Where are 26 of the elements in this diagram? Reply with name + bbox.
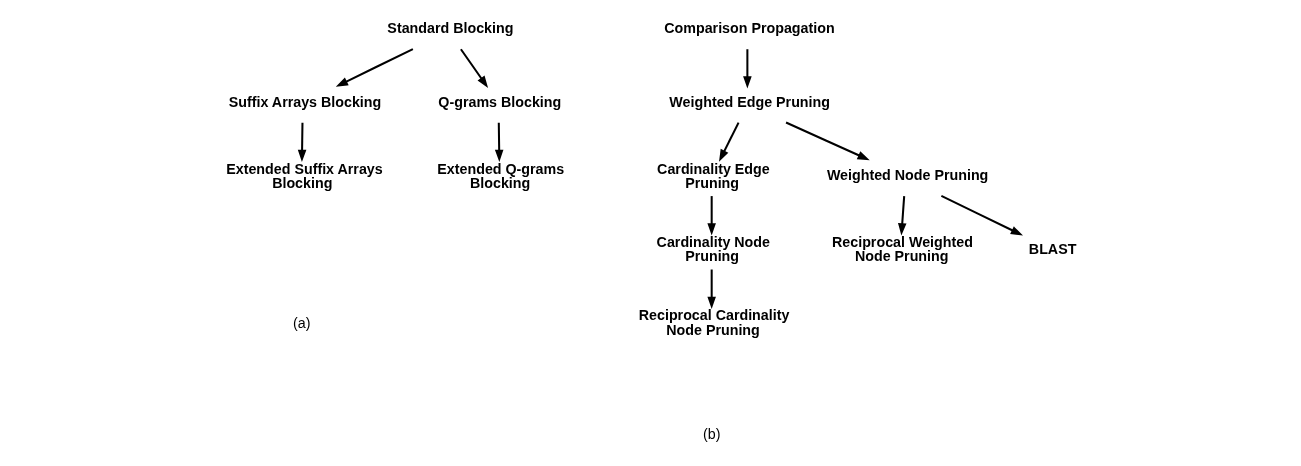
arrow [742,49,752,89]
arrow [494,122,503,163]
arrow [897,196,907,236]
label: (b) [702,426,720,443]
arrow [459,48,488,89]
arrow [785,121,870,161]
label: (a) [292,315,310,332]
arrow [940,195,1023,236]
node-text: Weighted Edge Pruning [668,93,830,110]
node-text: Standard Blocking [386,20,513,37]
node-text: Comparison Propagation [663,20,835,37]
arrow [706,269,716,309]
node-text: Cardinality Node Pruning [656,233,770,265]
arrow [706,196,716,236]
arrow [297,122,306,163]
node-text: Cardinality Edge Pruning [656,160,770,191]
arrow [335,48,413,87]
node-text: BLAST [1028,240,1076,257]
node-text: Q-grams Blocking [437,93,561,110]
node-text: Weighted Node Pruning [826,167,988,184]
node-text: Extended Suffix Arrays Blocking [225,160,383,191]
node-text: Reciprocal Weighted Node Pruning [831,233,973,265]
node-text: Reciprocal Cardinality Node Pruning [638,307,789,338]
node-text: Suffix Arrays Blocking [228,93,381,110]
node-text: Extended Q-grams Blocking [436,160,564,191]
arrow [718,122,739,162]
